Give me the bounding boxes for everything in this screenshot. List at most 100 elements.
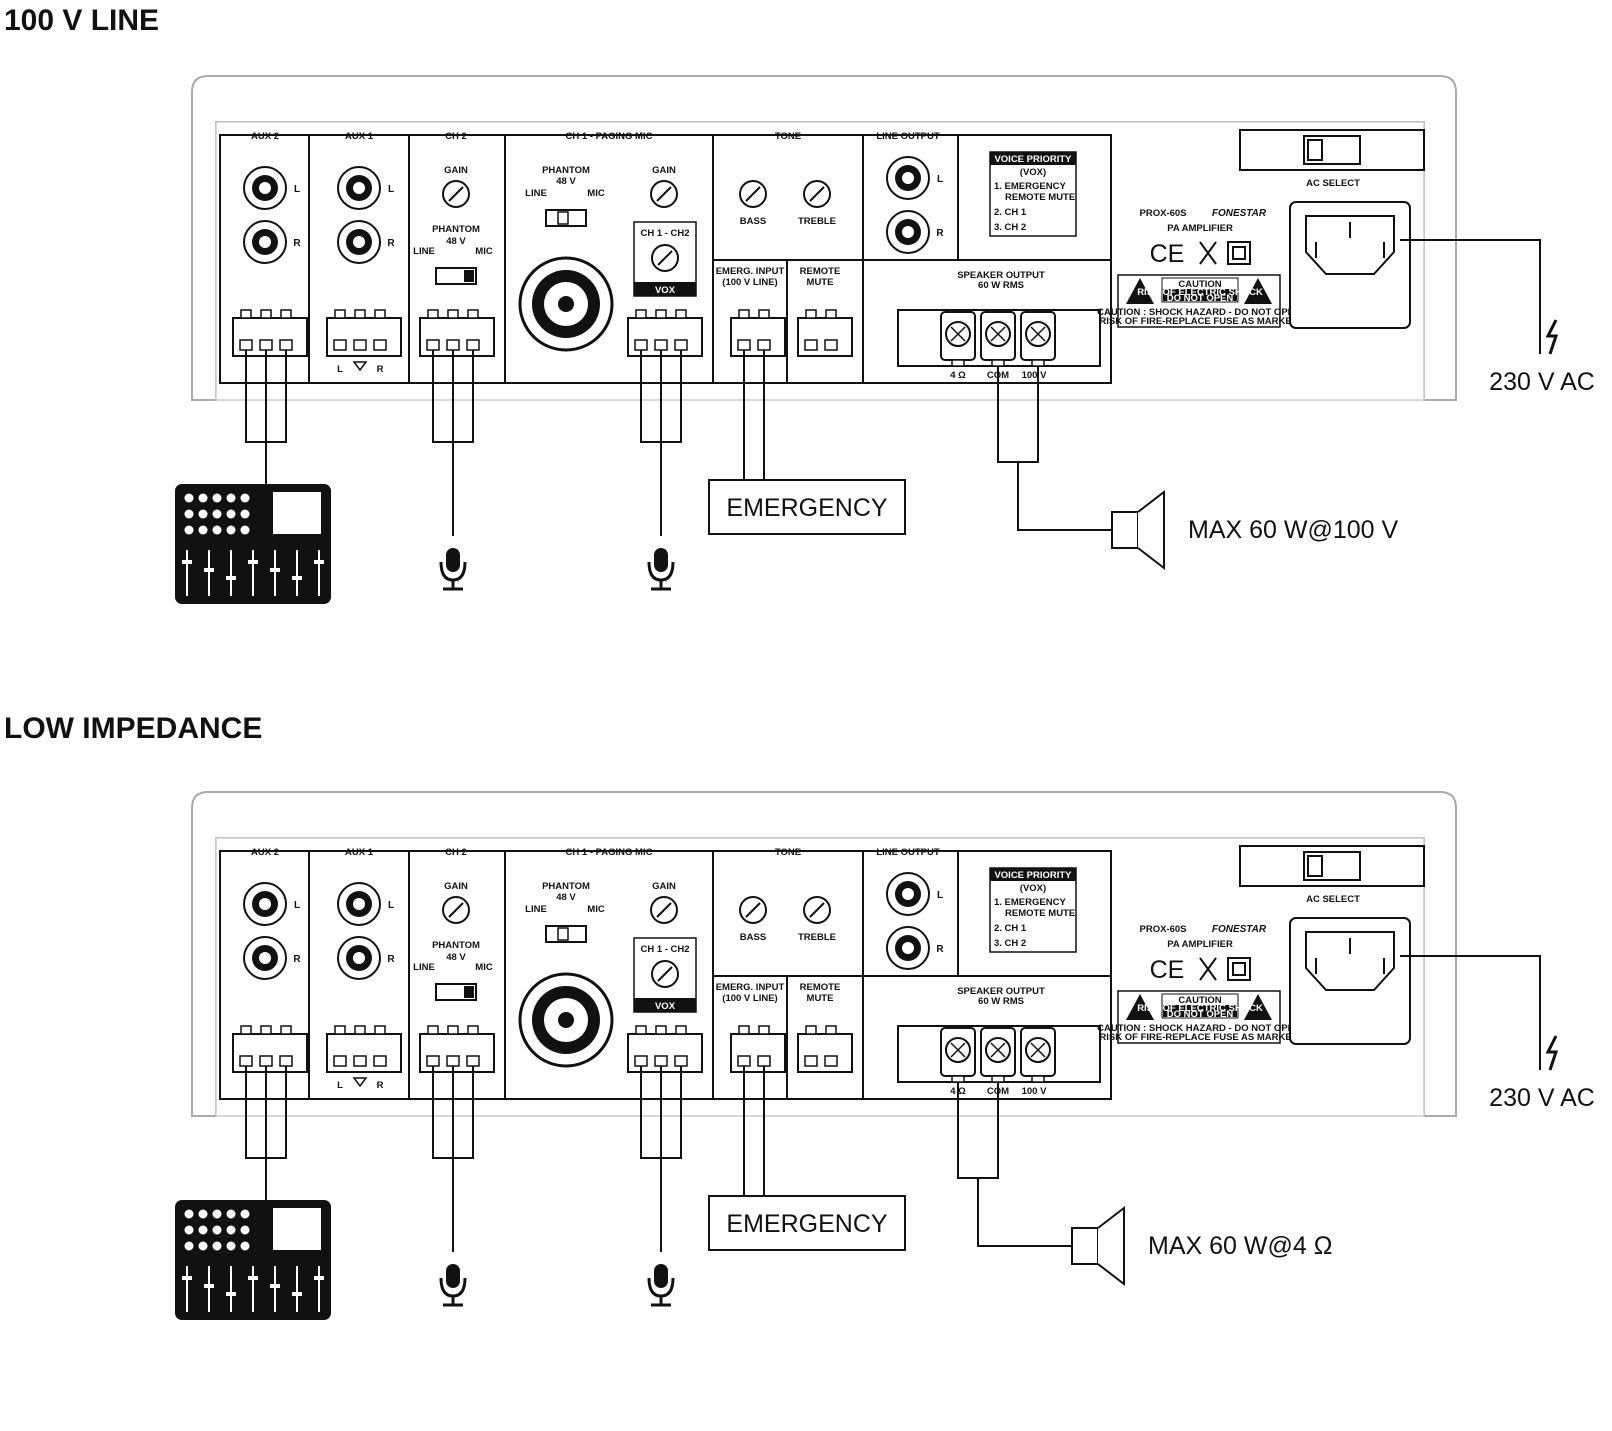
bass-knob-pointer [745,186,761,202]
caution-title: CAUTION [1178,995,1221,1006]
aux1-term-l: L [337,364,343,375]
caution-do-not-open: DO NOT OPEN [1167,293,1234,304]
caution-risk: RISK OF ELECTRIC SHOCK [1137,1003,1263,1014]
mixer-icon-knob-dot [226,493,236,503]
iec-socket [1305,931,1395,991]
ch1-48v-label: 48 V [556,892,576,903]
ch1-mic-label: MIC [587,904,605,915]
ch1-terminal-pin [634,339,648,351]
voice-priority-3: 3. CH 2 [994,222,1026,233]
mixer-icon-fader-cap [248,1276,258,1280]
voice-priority-3: 3. CH 2 [994,938,1026,949]
brand-logo: FONESTAR [1212,208,1267,219]
emergency-terminal-pin [757,339,771,351]
brand-logo: FONESTAR [1212,924,1267,935]
treble-label: TREBLE [798,932,836,943]
speaker-screw-1-lug [951,359,965,367]
remote-mute-terminal-tab [805,309,817,319]
mixer-icon-fader-cap [226,576,236,580]
mixer-icon-knob-dot [184,1225,194,1235]
mixer-icon-knob-dot [226,509,236,519]
mixer-icon-knob-dot [240,525,250,535]
mixer-icon-knob-dot [184,1241,194,1251]
mixer-icon-knob-dot [240,509,250,519]
aux1-jack-left-label: L [388,184,394,195]
speaker-icon-cone [1137,489,1165,571]
ch1-microphone-icon [654,1264,668,1288]
ground-symbol [352,361,368,372]
bass-label: BASS [740,932,766,943]
remote-mute-terminal-tab [805,1025,817,1035]
emergency-terminal-tab [758,1025,770,1035]
lightning-icon [1545,1035,1559,1071]
mixer-icon-knob-dot [212,1225,222,1235]
weee-bin-icon [1199,241,1217,265]
xlr-combo-center [558,1012,574,1028]
aux1-jack-right-label: R [387,954,395,965]
voice-priority-header-bar [990,152,1076,165]
caution-risk: RISK OF ELECTRIC SHOCK [1137,287,1263,298]
aux1-terminal-tab [354,1025,366,1035]
ch2-gain-knob-pointer [448,186,464,202]
caution-text-2: RISK OF FIRE-REPLACE FUSE AS MARKED [1099,316,1298,327]
mixer-icon-knob-dot [184,493,194,503]
aux2-terminal-pin [259,1055,273,1067]
ac-select-toggle [1307,855,1323,877]
ch1-phantom-label: PHANTOM [542,165,590,176]
mixer-icon-knob-dot [240,1209,250,1219]
ac-select-label: AC SELECT [1306,894,1360,905]
aux1-terminal-pin [333,339,347,351]
exclamation-warning-icon [1244,278,1272,304]
remote-mute-terminal-pin [824,1055,838,1067]
ch1-48v-label: 48 V [556,176,576,187]
emerg-input-label: EMERG. INPUT [716,982,785,993]
bass-label: BASS [740,216,766,227]
product-label: PA AMPLIFIER [1167,223,1233,234]
speaker-output-rms: 60 W RMS [978,280,1024,291]
line-out-jack-left-label: L [937,890,943,901]
shock-warning-icon [1126,994,1154,1020]
ch2-header: CH 2 [445,131,467,142]
ground-symbol [352,1077,368,1088]
aux2-terminal-pin [239,1055,253,1067]
ch1-terminal-pin [674,1055,688,1067]
ch1-terminal-tab [655,309,667,319]
mixer-icon-screen [273,1208,321,1250]
ch1-gain-label: GAIN [652,165,676,176]
xlr-combo-center [558,296,574,312]
speaker-screw-1-slot [950,326,966,342]
aux2-terminal-pin [259,339,273,351]
ch1-terminal-pin [634,1055,648,1067]
mixer-icon-fader-cap [182,560,192,564]
speaker-label: MAX 60 W@4 Ω [1148,1232,1332,1260]
ch2-terminal-pin [426,339,440,351]
emergency-terminal-pin [757,1055,771,1067]
voice-priority-1b: REMOTE MUTE [1005,192,1075,203]
aux1-terminal-pin [353,339,367,351]
ch1-microphone-icon [654,548,668,572]
mixer-icon-fader-cap [292,1292,302,1296]
line-out-jack-right-hole [902,226,914,238]
speaker-screw-3-slot [1030,326,1046,342]
emergency-terminal-pin [737,1055,751,1067]
aux2-terminal-pin [279,1055,293,1067]
mixer-icon-knob-dot [198,509,208,519]
speaker-screw-1-lug [951,1075,965,1083]
ch2-terminal-pin [446,1055,460,1067]
mixer-icon-fader-cap [270,1284,280,1288]
aux2-jack-left-label: L [294,900,300,911]
aux1-terminal-tab [334,1025,346,1035]
mixer-icon-fader-cap [314,1276,324,1280]
caution-title: CAUTION [1178,279,1221,290]
aux2-terminal-tab [280,309,292,319]
product-label: PA AMPLIFIER [1167,939,1233,950]
ch1-paging-mic-header: CH 1 - PAGING MIC [566,131,653,142]
voice-priority-1: 1. EMERGENCY [994,897,1066,908]
shock-warning-icon [1126,278,1154,304]
voice-priority-title: VOICE PRIORITY [994,870,1072,881]
ac-select-label: AC SELECT [1306,178,1360,189]
speaker-screw-2-slot [990,1042,1006,1058]
caution-do-not-open: DO NOT OPEN [1167,1009,1234,1020]
